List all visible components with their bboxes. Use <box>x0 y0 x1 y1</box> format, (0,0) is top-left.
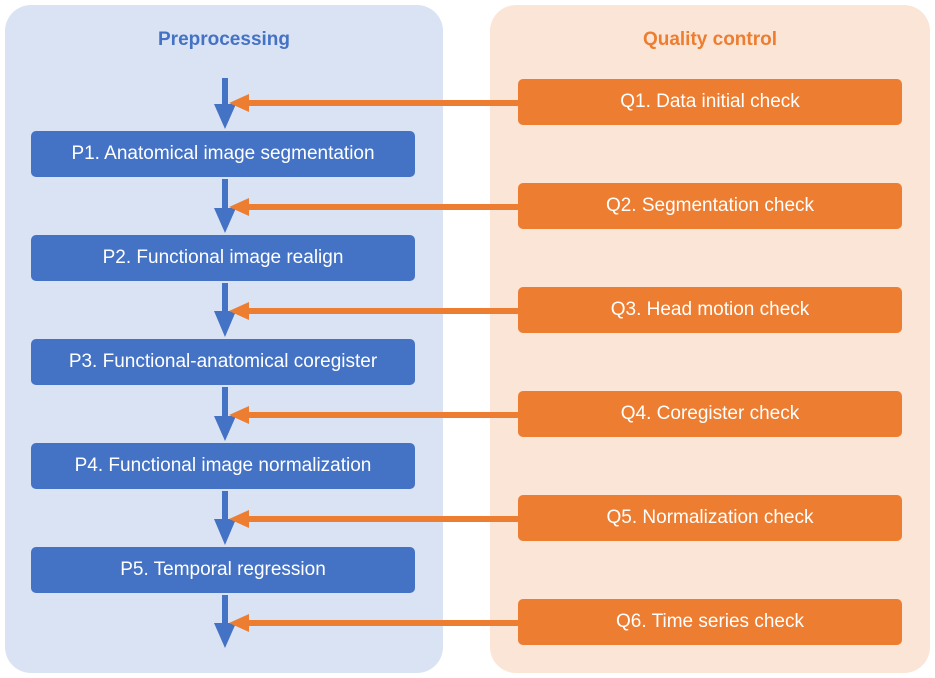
preprocessing-title: Preprocessing <box>158 29 290 50</box>
check-q5-box: Q5. Normalization check <box>518 495 902 541</box>
step-p5-box: P5. Temporal regression <box>31 547 415 593</box>
step-p1-box: P1. Anatomical image segmentation <box>31 131 415 177</box>
check-q2-box: Q2. Segmentation check <box>518 183 902 229</box>
step-p4-box: P4. Functional image normalization <box>31 443 415 489</box>
step-p2-box: P2. Functional image realign <box>31 235 415 281</box>
check-q3-box: Q3. Head motion check <box>518 287 902 333</box>
check-q4-box: Q4. Coregister check <box>518 391 902 437</box>
quality-control-title: Quality control <box>642 29 778 50</box>
quality-feedback-arrows <box>229 94 520 632</box>
preprocessing-flow-arrows <box>214 78 236 648</box>
check-q1-box: Q1. Data initial check <box>518 79 902 125</box>
step-p3-box: P3. Functional-anatomical coregister <box>31 339 415 385</box>
check-q6-box: Q6. Time series check <box>518 599 902 645</box>
